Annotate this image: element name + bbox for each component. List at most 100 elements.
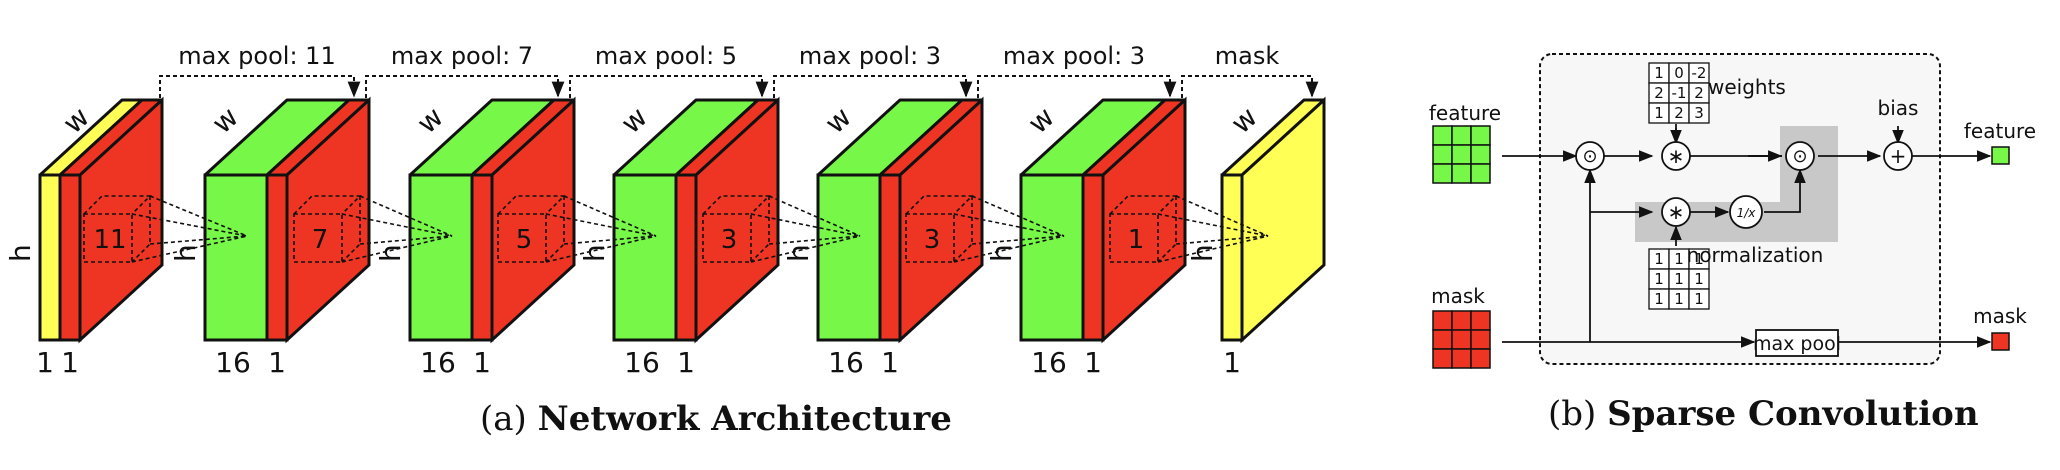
mask-output-cell: [1991, 332, 2010, 351]
ones-matrix-value: 1: [1674, 290, 1684, 308]
receptive-line-4-3: [971, 235, 1065, 245]
ones-matrix-value: 1: [1694, 270, 1704, 288]
architecture-caption: (a) Network Architecture: [480, 399, 952, 439]
input-red-front: [58, 173, 82, 342]
kernel-label-1: 7: [312, 225, 329, 255]
hidden-3-green-front: [612, 173, 678, 342]
channel-label-hidden-4-1: 1: [881, 346, 899, 379]
feature-input-cell: [1470, 144, 1491, 165]
receptive-line-0-3: [149, 235, 248, 245]
output-side: [1240, 96, 1326, 344]
bias-label: bias: [1878, 96, 1919, 120]
mask-output-label: mask: [1973, 304, 2027, 328]
width-label-6: w: [1225, 100, 1264, 140]
maxpool-box: [1755, 329, 1839, 357]
pool-label-5: mask: [1215, 42, 1280, 70]
height-label-6: h: [1186, 244, 1219, 262]
width-label-4: w: [819, 100, 858, 140]
hidden-2-green-front: [408, 173, 474, 342]
mask-input-cell: [1470, 348, 1491, 369]
hidden-4-side: [898, 96, 984, 344]
reciprocal-node-symbol: 1/x: [1737, 206, 1757, 220]
hidden-1-green-front: [203, 173, 269, 342]
output-block: wh1: [1186, 96, 1326, 379]
receptive-line-1-0: [341, 213, 453, 237]
receptive-line-5-3: [1175, 235, 1269, 245]
conv-node-1: [1661, 141, 1691, 171]
channel-label-hidden-5-0: 16: [1031, 346, 1067, 379]
sparse-caption: (b) Sparse Convolution: [1548, 394, 1979, 434]
channel-label-hidden-1-0: 16: [215, 346, 251, 379]
feature-input-cell: [1432, 144, 1453, 165]
pool-connector-1: [365, 75, 565, 98]
feature-input-cell: [1451, 125, 1472, 146]
feature-output-label: feature: [1964, 119, 2036, 143]
channel-label-hidden-1-1: 1: [268, 346, 286, 379]
weights-matrix-value: 2: [1654, 84, 1664, 102]
feature-input-cell: [1470, 125, 1491, 146]
hidden-3-side: [694, 96, 780, 344]
pool-connector-2: [569, 75, 769, 98]
receptive-line-1-2: [359, 195, 453, 237]
channel-label-input-1: 1: [61, 346, 79, 379]
mask-input-cell: [1451, 310, 1472, 331]
weights-matrix-value: 3: [1694, 104, 1704, 122]
weights-label: weights: [1708, 75, 1786, 99]
width-label-5: w: [1022, 100, 1061, 140]
feature-input-cell: [1432, 125, 1453, 146]
hidden-4-green-front: [816, 173, 882, 342]
pool-label-4: max pool: 3: [1003, 42, 1145, 70]
height-label-0: h: [4, 244, 37, 262]
feature-input-label: feature: [1429, 101, 1501, 125]
pool-label-1: max pool: 7: [391, 42, 533, 70]
edge-recip-to-div: [1764, 168, 1806, 213]
mask-input-cell: [1470, 329, 1491, 350]
width-label-2: w: [411, 100, 450, 140]
ones-matrix-value: 1: [1674, 270, 1684, 288]
pool-connector-3: [773, 75, 973, 98]
ones-matrix-value: 1: [1654, 250, 1664, 268]
pool-label-0: max pool: 11: [178, 42, 335, 70]
receptive-line-2-2: [563, 195, 657, 237]
pool-label-2: max pool: 5: [595, 42, 737, 70]
kernel-label-2: 5: [516, 225, 533, 255]
input-yellow-front: [38, 173, 62, 342]
hidden-2-red-front: [470, 173, 494, 342]
pool-connector-5: [1181, 75, 1319, 98]
operators: ⊙ ∗ ⊙ + ∗ 1/x: [1575, 141, 1913, 229]
channel-label-hidden-3-1: 1: [677, 346, 695, 379]
channel-label-hidden-5-1: 1: [1084, 346, 1102, 379]
hidden-3-red-front: [674, 173, 698, 342]
hidden-1-red-front: [265, 173, 289, 342]
weights-matrix-value: 2: [1694, 84, 1704, 102]
pool-label-3: max pool: 3: [799, 42, 941, 70]
weights-matrix-value: -2: [1692, 64, 1707, 82]
receptive-line-4-0: [953, 213, 1065, 237]
channel-label-hidden-3-0: 16: [624, 346, 660, 379]
feature-input-cell: [1451, 144, 1472, 165]
receptive-line-3-3: [768, 235, 861, 245]
channel-label-hidden-2-1: 1: [473, 346, 491, 379]
hidden-4-red-front: [878, 173, 902, 342]
conv-node-2: [1661, 197, 1691, 227]
width-label-3: w: [615, 100, 654, 140]
plus-node-symbol: +: [1890, 144, 1907, 168]
input-side: [78, 96, 164, 344]
kernel-label-5: 1: [1128, 225, 1145, 255]
weights-matrix-value: 1: [1654, 104, 1664, 122]
receptive-line-0-1: [131, 235, 248, 263]
weights-matrix-cell: [1688, 102, 1710, 124]
hidden-5-red-front: [1081, 173, 1105, 342]
receptive-line-2-1: [545, 235, 657, 263]
sparse-caption-title: Sparse Convolution: [1607, 394, 1978, 434]
channel-label-hidden-2-0: 16: [420, 346, 456, 379]
